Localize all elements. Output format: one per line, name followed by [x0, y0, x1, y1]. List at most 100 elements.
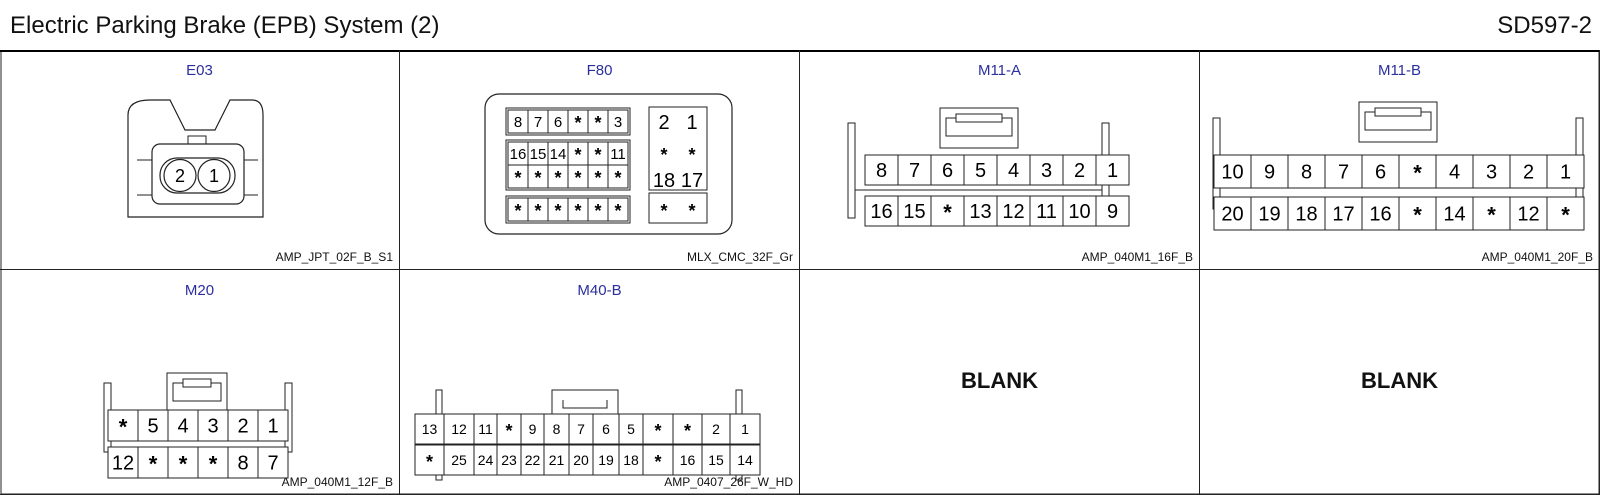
pin-label: 6 — [554, 114, 562, 131]
guide-rail — [847, 122, 856, 219]
pin-label: 5 — [627, 421, 635, 437]
pin-label: * — [654, 421, 661, 441]
pin-label: 19 — [598, 452, 614, 468]
pin-label: * — [574, 168, 581, 188]
pin-label: * — [614, 201, 621, 221]
pin-label: 11 — [610, 146, 626, 163]
pin-label: * — [514, 201, 521, 221]
pin-label: 6 — [942, 160, 953, 182]
pin-label: * — [514, 168, 521, 188]
pin-label: 1 — [741, 421, 749, 437]
pin-label: 9 — [529, 421, 537, 437]
pin-cell — [963, 195, 998, 227]
pin-label: 9 — [1107, 201, 1118, 223]
latch — [182, 378, 212, 388]
pin-label: 11 — [478, 421, 493, 437]
pin-label: 18 — [623, 452, 639, 468]
blank-label: BLANK — [961, 368, 1038, 393]
pin-cell — [1324, 154, 1363, 189]
pin-cell — [257, 446, 289, 479]
pin-cell — [1250, 196, 1289, 231]
pin-label: * — [660, 145, 667, 165]
pin-cell — [496, 444, 522, 476]
pin-label: 6 — [1375, 162, 1386, 184]
pin-label: 2 — [175, 166, 185, 186]
pin-label: 8 — [876, 160, 887, 182]
connector-name: F80 — [586, 62, 613, 79]
pin-cell — [1398, 154, 1437, 189]
pin-label: 16 — [680, 452, 696, 468]
pin-cell — [137, 446, 169, 479]
pin-label: * — [594, 145, 601, 165]
connector-part: AMP_0407_26F_W_HD — [664, 475, 793, 489]
latch — [955, 113, 1003, 123]
pin-cell — [672, 413, 703, 445]
pin-label: 1 — [1107, 160, 1118, 182]
pin-cell — [1472, 154, 1511, 189]
connector-part: AMP_040M1_16F_B — [1081, 250, 1193, 264]
pin-cell — [197, 409, 229, 442]
pin-label: * — [574, 113, 581, 133]
diagram-code: SD597-2 — [1497, 12, 1592, 39]
pin-label: 18 — [1295, 204, 1317, 226]
pin-label: 2 — [1074, 160, 1085, 182]
pin-label: * — [594, 168, 601, 188]
pin-cell — [1287, 196, 1326, 231]
pin-label: * — [943, 200, 952, 225]
pin-cell — [607, 197, 629, 222]
pin-cell — [568, 444, 594, 476]
pin-label: 2 — [712, 421, 720, 437]
pin-label: 8 — [237, 453, 248, 475]
pin-label: 14 — [1443, 204, 1465, 226]
pin-cell — [1213, 154, 1252, 189]
pin-label: 7 — [909, 160, 920, 182]
pin-cell — [414, 413, 445, 445]
pin-cell — [1435, 196, 1474, 231]
pin-cell — [167, 409, 199, 442]
pin-label: 12 — [1517, 204, 1539, 226]
blank-label: BLANK — [1361, 368, 1438, 393]
pin-label: 7 — [267, 453, 278, 475]
pin-label: 12 — [112, 453, 134, 475]
pin-label: 4 — [1449, 162, 1460, 184]
connector-part: AMP_040M1_12F_B — [281, 475, 393, 489]
connector-name: M11-A — [977, 62, 1022, 79]
pin-label: 13 — [422, 421, 438, 437]
pin-label: * — [149, 452, 158, 477]
pin-group — [648, 106, 708, 191]
pin-cell — [137, 409, 169, 442]
pin-label: 3 — [1486, 162, 1497, 184]
pin-label: 4 — [1008, 160, 1019, 182]
pin-cell — [443, 444, 475, 476]
pin-cell — [701, 413, 731, 445]
pin-label: * — [574, 201, 581, 221]
pin-label: * — [534, 201, 541, 221]
blank-cell: BLANK — [1200, 270, 1600, 495]
pin-cell — [996, 154, 1031, 186]
pin-cell — [930, 154, 965, 186]
connector-name: M20 — [184, 282, 215, 299]
pin-label: * — [614, 168, 621, 188]
pin-label: * — [688, 201, 695, 221]
pin-label: 8 — [1301, 162, 1312, 184]
pin-label: 12 — [1002, 201, 1024, 223]
pin-label: 22 — [525, 452, 541, 468]
pin-label: 5 — [147, 416, 158, 438]
pin-cell — [496, 413, 522, 445]
pin-label: * — [594, 113, 601, 133]
pin-label: 15 — [530, 146, 547, 163]
pin-label: * — [684, 421, 691, 441]
pin-cell — [1029, 154, 1064, 186]
pin-label: 14 — [550, 146, 567, 163]
pin-label: 2 — [1523, 162, 1534, 184]
latch — [1374, 107, 1422, 117]
pin-label: 1 — [209, 166, 219, 186]
pin-label: 4 — [177, 416, 188, 438]
pin-group — [505, 139, 631, 191]
pin-cell — [1546, 196, 1585, 231]
pin-label: * — [534, 168, 541, 188]
pin-cell — [107, 409, 139, 442]
